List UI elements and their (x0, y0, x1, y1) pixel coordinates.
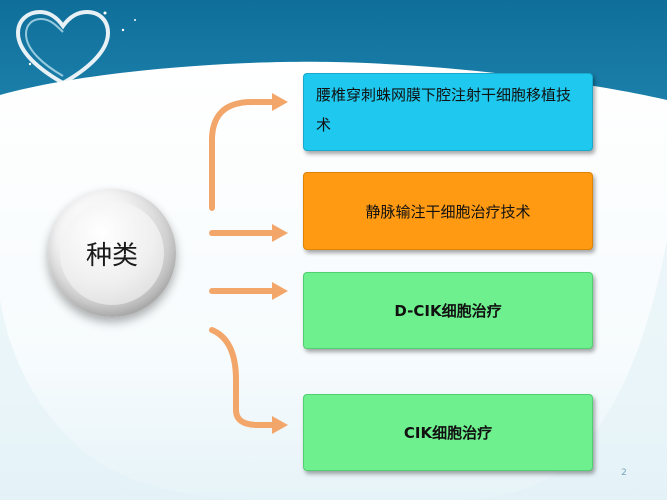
center-circle (48, 189, 176, 317)
arrow-to-box-1 (209, 99, 279, 211)
box-dcik-therapy: D-CIK细胞治疗 (303, 272, 593, 349)
box-lumbar-puncture-therapy: 腰椎穿刺蛛网膜下腔注射干细胞移植技术 (303, 73, 593, 151)
box-2-text: 静脉输注干细胞治疗技术 (365, 202, 531, 221)
page-number: 2 (621, 468, 627, 478)
center-label: 种类 (85, 240, 138, 271)
heart-outline-icon (15, 9, 136, 86)
box-1-text: 腰椎穿刺蛛网膜下腔注射干细胞移植技术 (316, 86, 572, 134)
box-intravenous-therapy: 静脉输注干细胞治疗技术 (303, 172, 593, 250)
box-3-text: D-CIK细胞治疗 (394, 302, 502, 320)
center-circle-inner (60, 201, 164, 305)
box-4-text: CIK细胞治疗 (403, 424, 493, 442)
arrow-to-box-4 (209, 327, 279, 428)
box-cik-therapy: CIK细胞治疗 (303, 394, 593, 471)
